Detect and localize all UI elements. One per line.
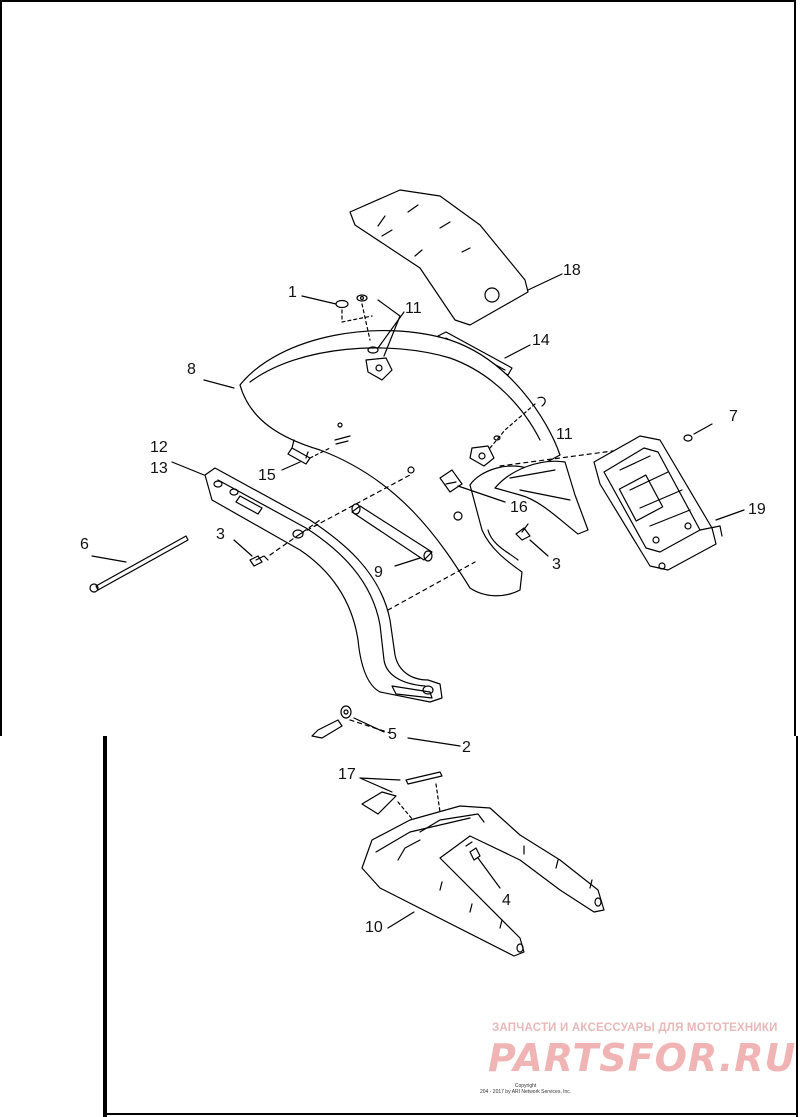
cable-tie-part-6 bbox=[89, 535, 189, 593]
diagram-frame-bottom bbox=[103, 1113, 798, 1115]
bolt-part-3-left bbox=[233, 519, 321, 567]
diagram-frame-top bbox=[0, 0, 796, 736]
rod-part-9 bbox=[351, 503, 433, 567]
hardware-parts-1-11 bbox=[301, 294, 405, 381]
callout-15: 15 bbox=[258, 467, 276, 484]
license-bracket-part-19 bbox=[593, 435, 745, 571]
callout-13: 13 bbox=[150, 460, 168, 477]
copyright-notice: Copyright 204 - 2017 by ARI Network Serv… bbox=[480, 1083, 571, 1095]
clip-part-15 bbox=[281, 439, 331, 471]
fender-part-8 bbox=[203, 330, 561, 597]
watermark-tagline: ЗАПЧАСТИ И АКСЕССУАРЫ ДЛЯ МОТОТЕХНИКИ bbox=[492, 1022, 778, 1034]
callout-4: 4 bbox=[502, 892, 511, 909]
screw-part-4 bbox=[465, 841, 501, 889]
callout-7: 7 bbox=[729, 408, 738, 425]
callout-18: 18 bbox=[563, 262, 581, 279]
callout-11-top: 11 bbox=[405, 300, 422, 317]
watermark-logo: PARTSFOR.RU bbox=[488, 1036, 797, 1080]
callout-10: 10 bbox=[365, 919, 383, 936]
bolt-part-3-right bbox=[515, 523, 549, 557]
fastener-part-16 bbox=[407, 466, 506, 503]
mount-rails-part-10 bbox=[361, 805, 605, 957]
strut-part-12-13 bbox=[171, 461, 443, 703]
copyright-line-2: 204 - 2017 by ARI Network Services, Inc. bbox=[480, 1089, 572, 1095]
callout-8: 8 bbox=[187, 361, 196, 378]
bolt-part-5 bbox=[311, 705, 461, 747]
callout-12: 12 bbox=[150, 439, 168, 456]
callout-16: 16 bbox=[510, 499, 528, 516]
diagram-frame-left-bar bbox=[103, 736, 107, 1117]
callout-1: 1 bbox=[288, 284, 297, 301]
leader-dash-lines bbox=[299, 449, 621, 734]
callout-14: 14 bbox=[532, 332, 550, 349]
nut-part-7 bbox=[683, 423, 713, 442]
seat-pad-part-18 bbox=[349, 189, 563, 326]
callout-19: 19 bbox=[748, 501, 766, 518]
callout-3-right: 3 bbox=[552, 556, 561, 573]
callout-9: 9 bbox=[374, 564, 383, 581]
callout-5: 5 bbox=[388, 726, 397, 743]
copyright-line-1: Copyright bbox=[514, 1083, 537, 1089]
callout-6: 6 bbox=[80, 536, 89, 553]
diagram-frame-right-bar bbox=[796, 736, 798, 1117]
callout-3-left: 3 bbox=[216, 526, 225, 543]
callout-17: 17 bbox=[338, 766, 356, 783]
callout-2: 2 bbox=[462, 739, 471, 756]
hardware-parts-11-lower bbox=[469, 396, 546, 467]
callout-11-lower: 11 bbox=[556, 426, 573, 443]
side-bracket bbox=[494, 460, 589, 535]
